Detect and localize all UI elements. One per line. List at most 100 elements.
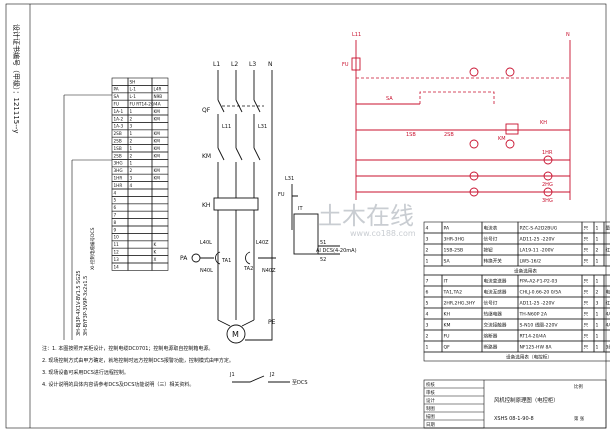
equipment-cell-text: 红，绿色 — [606, 300, 610, 307]
ctrl-1sb-label: 1SB — [406, 132, 416, 138]
equipment-cell-text: 2 — [426, 248, 429, 254]
terminal-cable-labels: 3H-BJ3P-4X1V-BV1.5 SG25 3H-BYF3P-3V9P-3x… — [63, 94, 112, 340]
equipment-cell — [603, 307, 610, 320]
equipment-cell-text: 断路器 — [484, 344, 498, 351]
terminal-cell-text: 2SB — [114, 131, 122, 136]
equipment-cell-text: QF — [444, 345, 451, 351]
note-line: 4. 设计说明的具体内容请参考DCS及DCS功能说明（三）相关资料。 — [42, 381, 194, 388]
title-cell-text: 设计 — [426, 397, 435, 404]
ta2-label: TA2 — [243, 266, 253, 272]
equipment-footer-band — [423, 351, 610, 362]
terminal-cell-text: 3 — [130, 124, 133, 129]
switch-j2-label: J2 — [269, 372, 275, 378]
terminal-cell — [127, 262, 153, 271]
cable-label-1: 3H-BJ3P-4X1V-BV1.5 SG25 — [76, 270, 82, 336]
equipment-cell-text: 3 — [426, 237, 429, 243]
equipment-cell-text: KH — [444, 312, 450, 318]
equipment-cell-text: 4A — [606, 323, 610, 329]
ctrl-sa-label: SA — [386, 96, 393, 102]
phase-l3: L3 — [249, 61, 256, 68]
equipment-cell — [603, 340, 610, 353]
equipment-cell-text: LA19-11 -200V — [520, 248, 555, 254]
terminal-cell-text: PA — [114, 87, 119, 92]
equipment-cell-text: 2HR,2HG,3HY — [444, 301, 476, 307]
switch-contacts — [232, 375, 290, 383]
terminal-cell-text: 9 — [114, 227, 117, 232]
l40z-label: L40Z — [256, 240, 269, 246]
terminal-cell-text: 1 — [130, 109, 133, 114]
terminal-cell-text: 1SB — [114, 146, 122, 151]
drawing-scale: 比例 — [574, 383, 583, 390]
ctrl-n-label: N — [566, 32, 570, 38]
equipment-cell-text: 2 — [596, 290, 599, 296]
terminal-cell-text: 1HR — [114, 176, 123, 181]
title-cell-text: 描图 — [426, 413, 435, 420]
equipment-cell-text: 电，变器 — [606, 289, 610, 296]
equipment-cell-text: 1 — [596, 237, 599, 243]
terminal-cell — [127, 203, 153, 212]
equipment-cell-text: AD11-25 -220V — [520, 237, 556, 243]
lamp-2hg-label: 2HG — [542, 182, 553, 188]
ctrl-fuse — [351, 57, 361, 71]
equipment-cell-text: TA1,TA2 — [443, 290, 463, 296]
equipment-cell-text: 4A — [606, 312, 610, 318]
terminal-cell-text: KM — [154, 146, 161, 151]
n40z-label: N40Z — [262, 268, 276, 274]
equipment-cell-text: 只 — [584, 323, 589, 329]
terminal-cell — [151, 203, 169, 212]
terminal-cell-text: KM — [154, 139, 161, 144]
equipment-footer-text: 设备选用表（电控柜） — [506, 354, 552, 361]
terminal-cell — [127, 225, 153, 234]
l31-label: L31 — [285, 176, 294, 182]
equipment-cell-text: PA — [444, 226, 450, 232]
equipment-cell — [603, 243, 610, 256]
equipment-cell-text: 转换开关 — [484, 258, 503, 265]
terminal-cell — [127, 240, 153, 249]
terminal-cell-text: 5 — [114, 198, 117, 203]
terminal-1 — [469, 67, 479, 77]
equipment-cell-text: 红，绿色 — [606, 247, 610, 254]
equipment-cell — [603, 329, 610, 342]
ta1-label: TA1 — [221, 258, 231, 264]
equipment-cell-text: 7 — [426, 279, 429, 285]
terminal-cell-text: 1A-1 — [114, 109, 124, 114]
terminal-cell — [151, 233, 169, 242]
drawing-sheet: 第 张 — [574, 415, 585, 422]
equipment-header-text: 设备选用表 — [514, 268, 537, 275]
terminal-cell-text: 2SB — [114, 139, 122, 144]
terminal-cell-text: KM — [154, 109, 161, 114]
tx-output-lines — [318, 245, 340, 255]
equipment-cell-text: 熔断器 — [484, 333, 498, 340]
terminal-cell-text: L4R — [154, 87, 162, 92]
equipment-table: 4PA电流表PZC-S-A2D2BUG只1量程，电流表33HR-3HG信号灯AD… — [423, 221, 610, 362]
lamp-3hg-label: 3HG — [542, 198, 553, 204]
tx-fu-label: FU — [278, 192, 285, 198]
title-cell-text: 审核 — [426, 389, 435, 396]
equipment-cell-text: 只 — [584, 345, 589, 351]
terminal-cell — [151, 225, 169, 234]
terminal-cell — [151, 159, 169, 168]
terminal-cell-text: 2 — [130, 139, 133, 144]
terminal-cell — [151, 210, 169, 219]
equipment-cell-text: 只 — [584, 290, 589, 296]
terminal-cell — [151, 181, 169, 190]
power-circuit: L1 L2 L3 N QF L11 L31 KM KH L40L L40Z PA… — [180, 61, 276, 344]
bus-lines-bottom — [217, 210, 255, 320]
equipment-cell-text: 只 — [584, 226, 589, 232]
t51-label: 51 — [320, 240, 326, 246]
motor-label: M — [232, 330, 239, 339]
equipment-cell-text: LW5-16/2 — [520, 259, 542, 265]
cable-label-2: 3H-BYF3P-3V9P-3x2x1.5 — [83, 276, 89, 336]
equipment-cell-text: 量程，电流表 — [606, 225, 610, 232]
control-circuit: L11 N FU SA 1SB 2SB KM KH 1HR 2HG 3HG — [342, 32, 571, 204]
terminal-2 — [505, 67, 515, 77]
equipment-cell-text: 4 — [426, 312, 429, 318]
terminal-cell — [151, 218, 169, 227]
equipment-cell — [603, 318, 610, 331]
ctrl-bus-lines — [355, 40, 571, 200]
terminal-cell-text: FU — [114, 102, 119, 107]
motor-symbol — [226, 324, 246, 344]
ctrl-fu-label: FU — [342, 62, 349, 68]
